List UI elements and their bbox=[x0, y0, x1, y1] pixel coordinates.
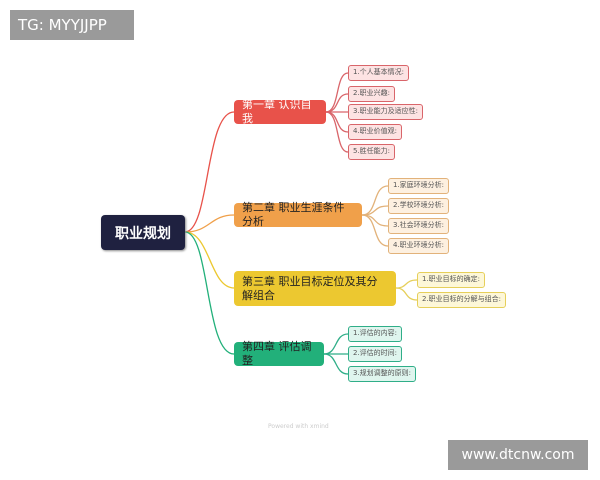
subtopic[interactable]: 3.规划调整的原则: bbox=[348, 366, 417, 382]
site-watermark: www.dtcnw.com bbox=[448, 440, 588, 470]
subtopic[interactable]: 3.职业能力及适应性: bbox=[348, 104, 424, 120]
subtopic[interactable]: 1.职业目标的确定: bbox=[417, 272, 486, 288]
subtopic[interactable]: 4.职业环境分析: bbox=[388, 238, 450, 254]
subtopic[interactable]: 2.评估的时间: bbox=[348, 346, 403, 362]
chapter-3-topic[interactable]: 第三章 职业目标定位及其分解组合 bbox=[234, 271, 396, 306]
subtopic[interactable]: 2.职业兴趣: bbox=[348, 86, 396, 102]
subtopic[interactable]: 1.家庭环境分析: bbox=[388, 178, 450, 194]
chapter-2-topic[interactable]: 第二章 职业生涯条件分析 bbox=[234, 201, 362, 228]
subtopic[interactable]: 4.职业价值观: bbox=[348, 124, 403, 140]
subtopic[interactable]: 5.胜任能力: bbox=[348, 144, 396, 160]
chapter-1-topic[interactable]: 第一章 认识自我 bbox=[234, 98, 326, 125]
root-topic[interactable]: 职业规划 bbox=[101, 215, 185, 250]
powered-by-footer: Powered with xmind bbox=[268, 423, 329, 430]
chapter-4-topic[interactable]: 第四章 评估调整 bbox=[234, 340, 324, 367]
subtopic[interactable]: 1.个人基本情况: bbox=[348, 65, 410, 81]
subtopic[interactable]: 1.评估的内容: bbox=[348, 326, 403, 342]
subtopic[interactable]: 2.职业目标的分解与组合: bbox=[417, 292, 507, 308]
subtopic[interactable]: 2.学校环境分析: bbox=[388, 198, 450, 214]
subtopic[interactable]: 3.社会环境分析: bbox=[388, 218, 450, 234]
tg-label-badge: TG: MYYJJPP bbox=[10, 10, 134, 40]
